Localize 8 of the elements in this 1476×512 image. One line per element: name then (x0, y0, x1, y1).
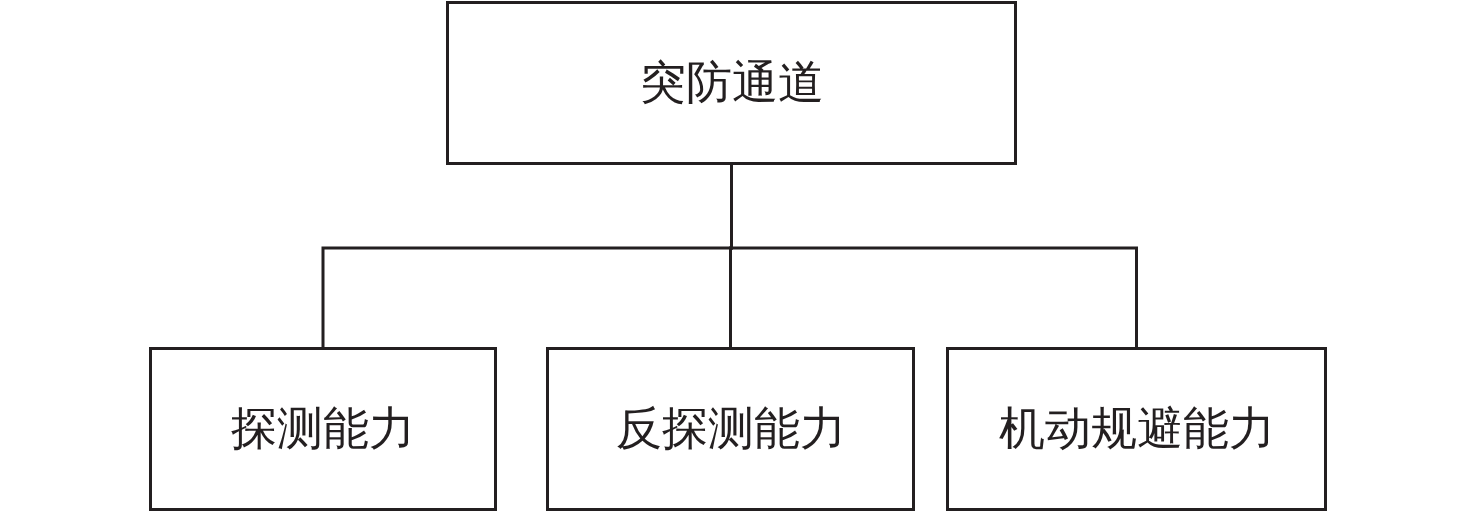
box (946, 347, 1327, 511)
box (446, 1, 1017, 165)
box-label: 反探测能力 (615, 402, 846, 456)
box (149, 347, 497, 511)
box-label: 探测能力 (231, 402, 415, 456)
box (546, 347, 915, 511)
box-label: 突防通道 (639, 56, 824, 110)
box-label: 机动规避能力 (998, 402, 1275, 456)
